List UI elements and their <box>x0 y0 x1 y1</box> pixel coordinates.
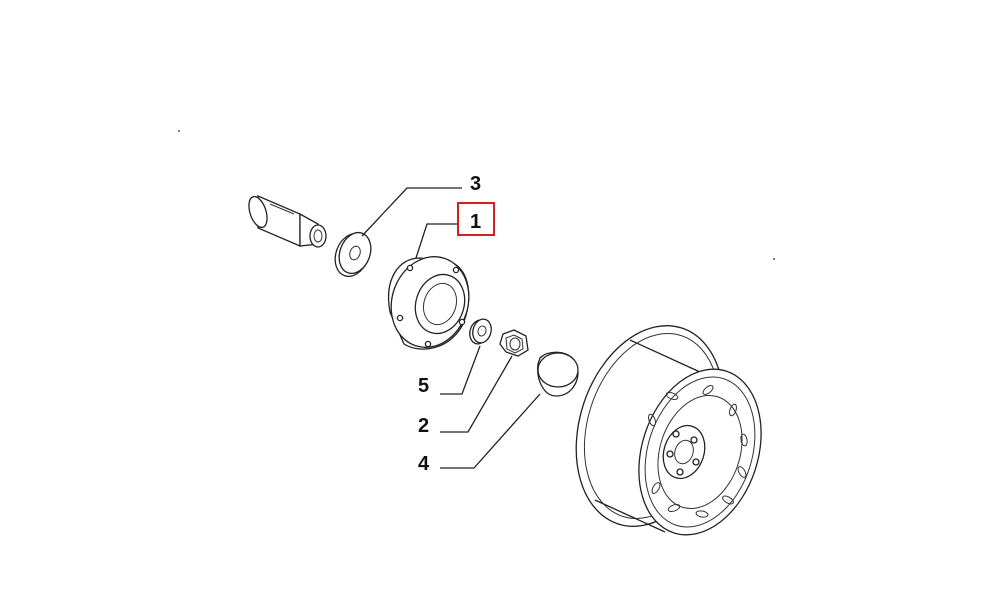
wheel-rim <box>575 325 762 536</box>
bolt-hole <box>458 318 466 326</box>
callout-2: 2 <box>418 415 429 437</box>
bolt-hole <box>424 340 432 348</box>
hub-cap <box>537 351 579 397</box>
lug-hole <box>690 436 698 444</box>
lug-hole <box>666 450 674 458</box>
callout-5: 5 <box>418 375 429 397</box>
lug-hole <box>676 468 684 476</box>
leader-line-3 <box>361 187 462 237</box>
stray-dot <box>178 130 180 132</box>
bolt-hole <box>396 314 404 322</box>
wheel-hub <box>388 256 470 350</box>
callout-4: 4 <box>418 453 430 475</box>
lug-hole <box>672 430 680 438</box>
leader-line-2 <box>440 355 513 433</box>
hub-nut <box>499 329 529 357</box>
leader-line-5 <box>440 345 481 395</box>
washer <box>334 231 372 278</box>
bolt-hole <box>406 264 414 272</box>
stray-dot <box>773 258 775 260</box>
callout-1: 1 <box>470 211 481 233</box>
highlight-box <box>457 202 495 236</box>
leader-line-4 <box>440 393 541 469</box>
bolt-hole <box>452 266 460 274</box>
callout-3: 3 <box>470 173 481 195</box>
leader-line-1 <box>415 223 457 259</box>
lug-hole <box>692 458 700 466</box>
spacer-ring <box>469 318 492 345</box>
stub-axle <box>248 195 327 248</box>
